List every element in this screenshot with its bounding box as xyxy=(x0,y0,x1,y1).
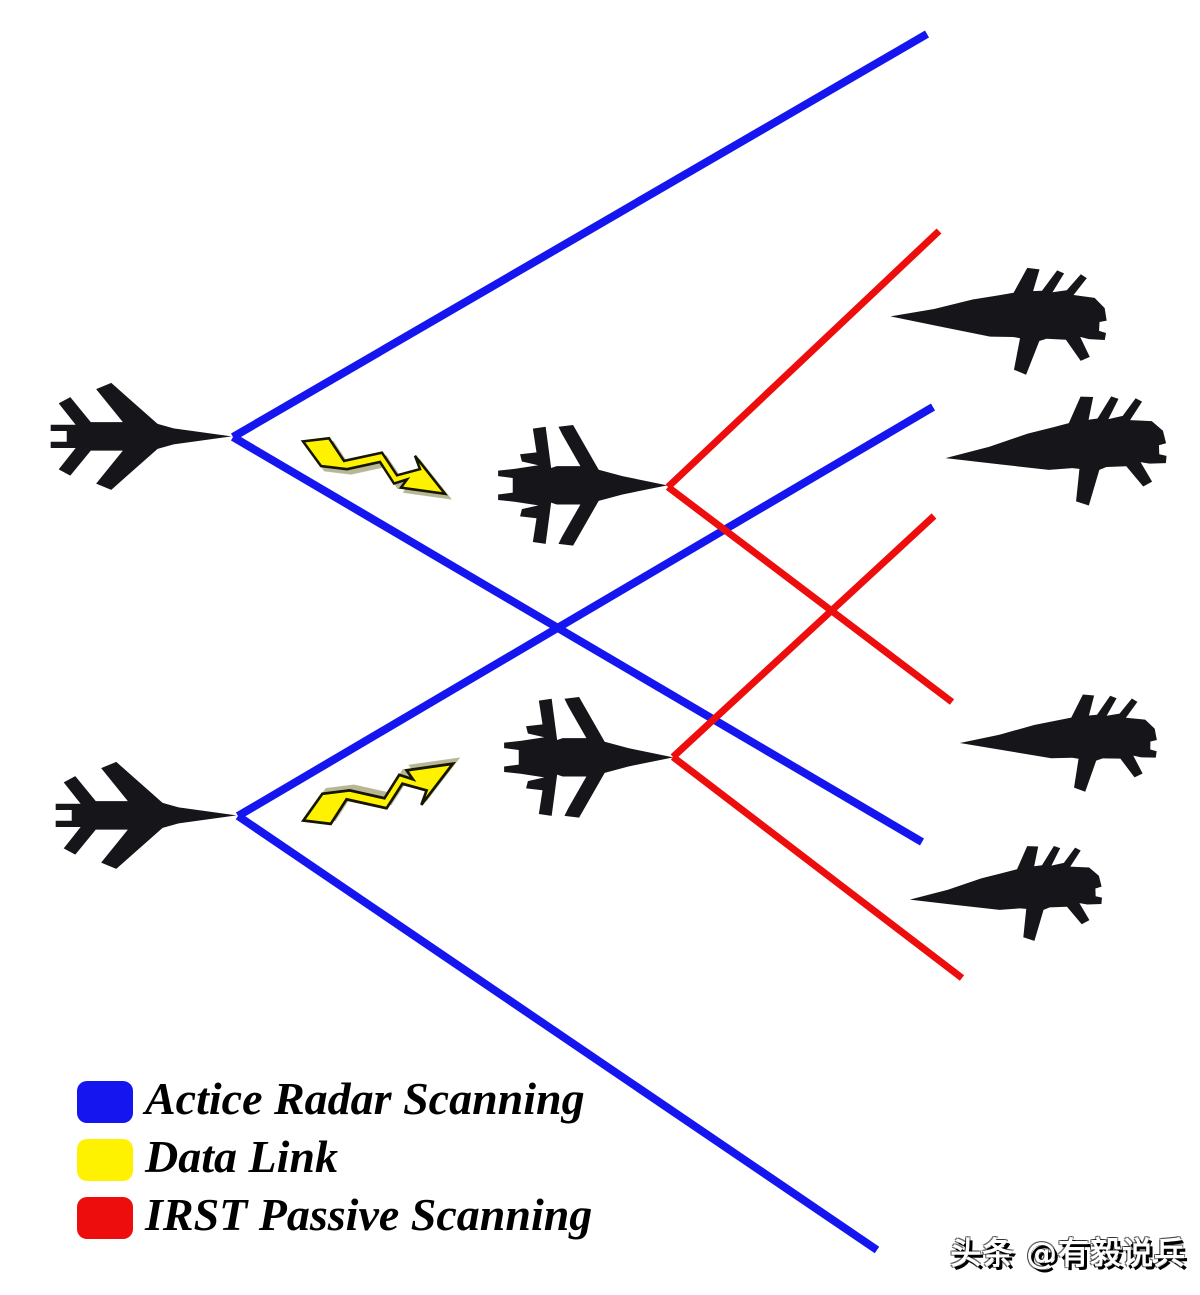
radar-scan-line xyxy=(230,30,930,441)
legend: Actice Radar Scanning Data Link IRST Pas… xyxy=(77,1076,592,1240)
legend-label-datalink: Data Link xyxy=(145,1131,338,1182)
yellow-swatch xyxy=(77,1139,133,1181)
radar-scan-line xyxy=(235,403,936,820)
irst-scan-line xyxy=(665,228,942,490)
mig29-flanker-3-icon xyxy=(959,692,1158,794)
mig29-flanker-4-icon xyxy=(908,843,1104,946)
legend-label-irst: IRST Passive Scanning xyxy=(145,1189,593,1240)
watermark: 头条 @有毅说兵 xyxy=(950,1236,1186,1272)
radar-scan-lines xyxy=(230,30,936,1254)
radar-scan-line xyxy=(235,812,880,1254)
legend-row-irst: IRST Passive Scanning xyxy=(77,1192,592,1240)
f15-eagle-bottom-icon xyxy=(55,761,237,869)
blue-swatch xyxy=(77,1081,133,1123)
legend-row-datalink: Data Link xyxy=(77,1134,592,1182)
f15-eagle-top-icon xyxy=(50,382,232,490)
radar-scan-line xyxy=(230,433,925,846)
irst-scan-line xyxy=(670,513,937,760)
legend-label-radar: Actice Radar Scanning xyxy=(145,1073,585,1124)
data-link-bolt-bottom-icon xyxy=(301,762,455,826)
mig29-flanker-1-icon xyxy=(887,260,1110,379)
aircraft-layer xyxy=(50,260,1169,946)
legend-row-radar: Actice Radar Scanning xyxy=(77,1076,592,1124)
f16-fighter-top-icon xyxy=(498,424,668,546)
irst-scan-line xyxy=(665,484,955,705)
irst-scan-line xyxy=(670,754,965,981)
red-swatch xyxy=(77,1197,133,1239)
data-link-bolt-top-icon xyxy=(301,436,447,496)
mig29-flanker-2-icon xyxy=(943,393,1169,511)
irst-scan-lines xyxy=(665,228,965,981)
f16-fighter-bottom-icon xyxy=(504,696,674,818)
